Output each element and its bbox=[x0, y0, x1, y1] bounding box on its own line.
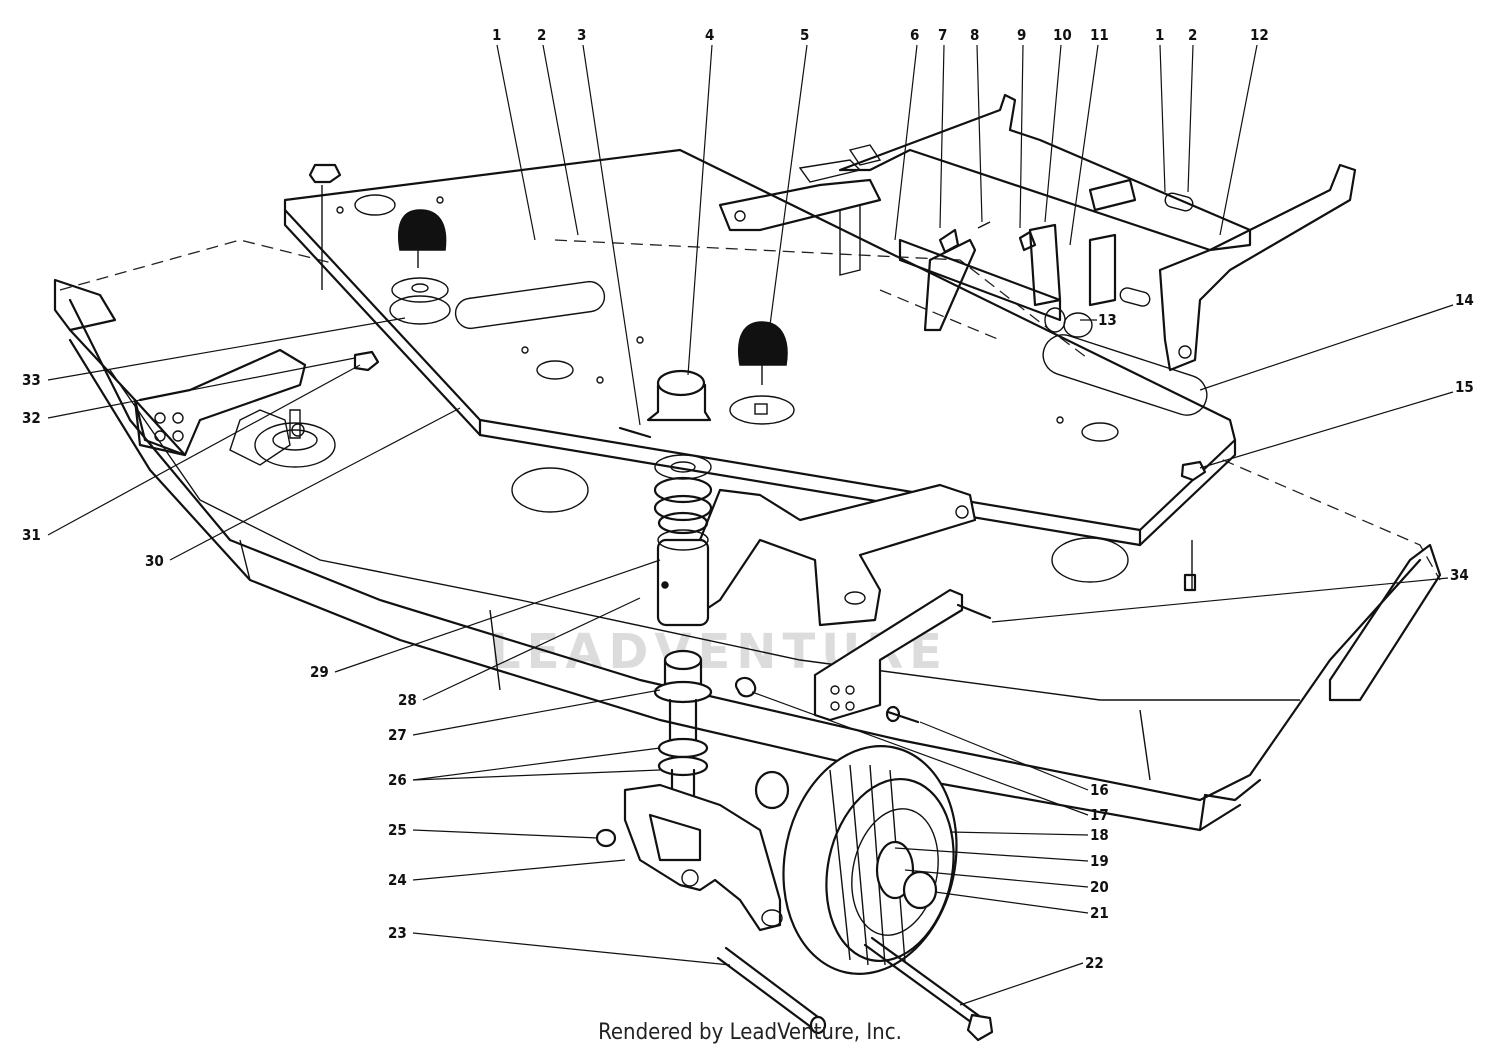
callout-23: 23 bbox=[388, 924, 407, 942]
callout-5: 5 bbox=[800, 26, 809, 44]
leader-5 bbox=[769, 44, 808, 326]
callout-4: 4 bbox=[705, 26, 714, 44]
leader-10 bbox=[1044, 44, 1062, 223]
callout-3: 3 bbox=[577, 26, 586, 44]
leader-9 bbox=[1019, 44, 1024, 229]
caster-top-washers bbox=[653, 454, 713, 535]
leader-7 bbox=[939, 44, 945, 229]
leader-4 bbox=[687, 44, 713, 376]
callout-26: 26 bbox=[388, 771, 407, 789]
credit-line: Rendered by LeadVenture, Inc. bbox=[598, 1020, 902, 1045]
leader-26a bbox=[412, 747, 661, 781]
leader-16 bbox=[919, 721, 1089, 791]
leader-6 bbox=[894, 44, 918, 241]
callout-8: 8 bbox=[970, 26, 979, 44]
leader-27 bbox=[412, 689, 661, 736]
callout-14: 14 bbox=[1455, 291, 1474, 309]
callout-2a: 2 bbox=[537, 26, 546, 44]
callout-20: 20 bbox=[1090, 878, 1109, 896]
wheel-axle-bolt bbox=[863, 936, 994, 1042]
callout-19: 19 bbox=[1090, 852, 1109, 870]
callout-31: 31 bbox=[22, 526, 41, 544]
leader-23 bbox=[412, 932, 731, 966]
leader-28 bbox=[422, 597, 641, 701]
small-hardware bbox=[353, 221, 1207, 592]
leader-18 bbox=[949, 831, 1089, 836]
leader-lines bbox=[47, 44, 1454, 1006]
leader-24 bbox=[412, 859, 626, 881]
leader-12 bbox=[1219, 44, 1258, 236]
belt-cover-bracket bbox=[53, 278, 307, 457]
caster-pin-3 bbox=[618, 426, 652, 439]
leader-2a bbox=[542, 44, 579, 236]
spindle-pulley bbox=[254, 409, 336, 468]
callout-21: 21 bbox=[1090, 904, 1109, 922]
leader-17 bbox=[751, 691, 1089, 816]
callout-16: 16 bbox=[1090, 781, 1109, 799]
leader-21 bbox=[934, 891, 1089, 914]
callout-27: 27 bbox=[388, 726, 407, 744]
leader-20 bbox=[904, 869, 1089, 888]
leader-22 bbox=[959, 962, 1084, 1006]
callout-33: 33 bbox=[22, 371, 41, 389]
leader-30 bbox=[169, 407, 461, 561]
rubber-bumper-right bbox=[729, 321, 795, 425]
callout-12: 12 bbox=[1250, 26, 1269, 44]
callout-34: 34 bbox=[1450, 566, 1469, 584]
leader-3 bbox=[582, 44, 641, 426]
callout-13: 13 bbox=[1098, 311, 1117, 329]
callout-24: 24 bbox=[388, 871, 407, 889]
callout-1a: 1 bbox=[492, 26, 501, 44]
leader-26b bbox=[412, 769, 661, 781]
callout-6: 6 bbox=[910, 26, 919, 44]
callout-22: 22 bbox=[1085, 954, 1104, 972]
callout-7: 7 bbox=[938, 26, 947, 44]
callout-1b: 1 bbox=[1155, 26, 1164, 44]
callout-17: 17 bbox=[1090, 806, 1109, 824]
callout-15: 15 bbox=[1455, 378, 1474, 396]
callout-25: 25 bbox=[388, 821, 407, 839]
callout-labels: 1 2 3 4 5 6 7 8 9 10 11 1 2 12 13 14 15 … bbox=[22, 26, 1474, 972]
caster-spindle bbox=[653, 649, 713, 812]
callout-29: 29 bbox=[310, 663, 329, 681]
callout-2b: 2 bbox=[1188, 26, 1197, 44]
leader-11 bbox=[1069, 44, 1099, 246]
leader-31 bbox=[47, 364, 361, 536]
leader-32 bbox=[47, 357, 356, 419]
callout-18: 18 bbox=[1090, 826, 1109, 844]
callout-32: 32 bbox=[22, 409, 41, 427]
caster-wheel bbox=[754, 745, 958, 975]
leader-2b bbox=[1187, 44, 1194, 193]
caster-fork bbox=[595, 783, 783, 932]
leader-33 bbox=[47, 317, 406, 381]
leader-34 bbox=[991, 577, 1449, 623]
wheel-spacer-tube bbox=[716, 946, 827, 1035]
leader-1a bbox=[496, 44, 536, 241]
leader-29 bbox=[334, 559, 661, 673]
callout-30: 30 bbox=[145, 552, 164, 570]
rubber-bumper-left bbox=[391, 209, 449, 303]
leader-25 bbox=[412, 829, 599, 839]
top-nut bbox=[308, 163, 342, 290]
leader-8 bbox=[976, 44, 983, 223]
leader-19 bbox=[894, 847, 1089, 862]
callout-10: 10 bbox=[1053, 26, 1072, 44]
caster-bushing bbox=[646, 369, 712, 422]
callout-9: 9 bbox=[1017, 26, 1026, 44]
callout-28: 28 bbox=[398, 691, 417, 709]
caster-bracket-arm bbox=[698, 483, 977, 627]
leader-14 bbox=[1199, 304, 1454, 391]
leader-15 bbox=[1199, 391, 1454, 469]
callout-11: 11 bbox=[1090, 26, 1109, 44]
caster-pivot-spacer bbox=[656, 529, 710, 627]
deck-mount-bracket bbox=[735, 588, 992, 724]
leader-1b bbox=[1159, 44, 1166, 193]
